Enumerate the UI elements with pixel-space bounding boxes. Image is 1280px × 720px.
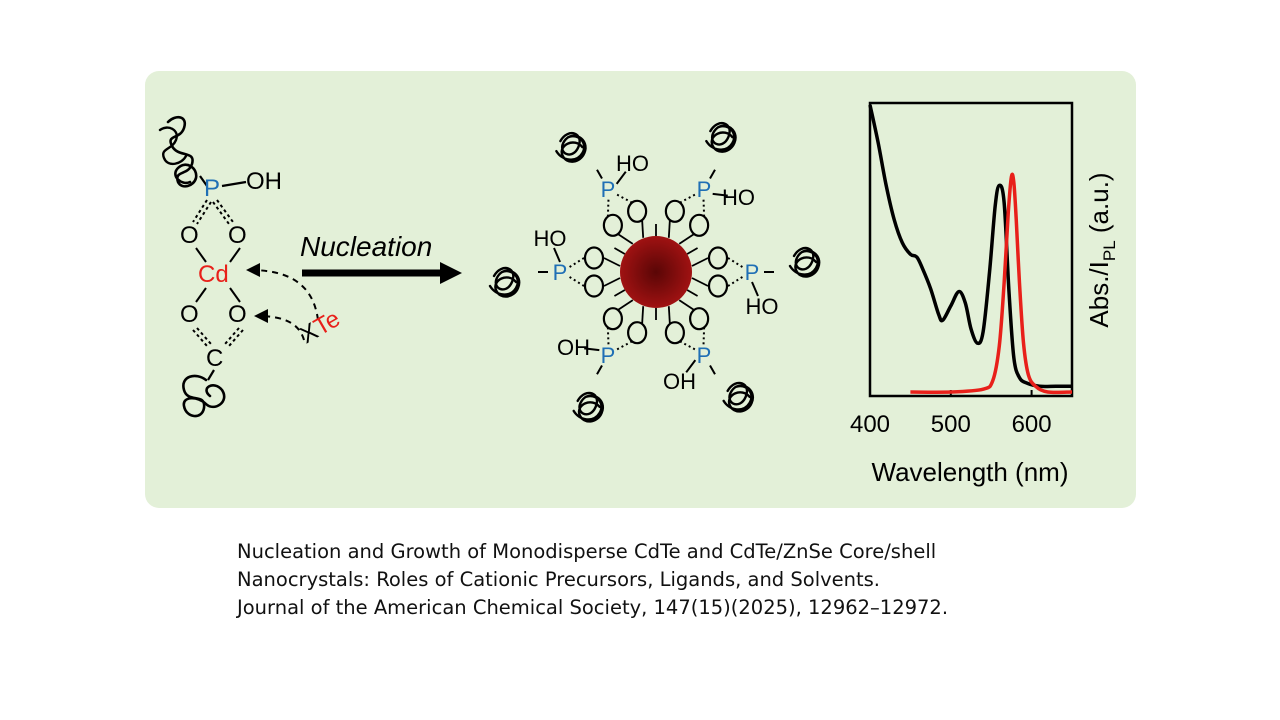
o-atom bbox=[627, 321, 648, 345]
ligand-3: P HO bbox=[686, 246, 821, 319]
nucleation-label: Nucleation bbox=[300, 231, 432, 262]
citation-line-3: Journal of the American Chemical Society… bbox=[237, 596, 949, 619]
o-atom bbox=[664, 321, 685, 345]
ligand-oh-label: OH bbox=[557, 335, 590, 360]
ligand-p-label: P bbox=[697, 177, 712, 202]
precursor-p-label: P bbox=[204, 175, 220, 202]
chart-ylabel-tail: (a.u.) bbox=[1084, 172, 1114, 240]
ligand-p-label: P bbox=[553, 260, 568, 285]
o-atom bbox=[583, 246, 605, 270]
ligand-alkyl-chain bbox=[705, 121, 737, 153]
ligand-oh-label: HO bbox=[746, 294, 779, 319]
chart-frame bbox=[868, 101, 1074, 398]
ligand-p-label: P bbox=[601, 343, 616, 368]
pl-curve bbox=[910, 172, 1073, 395]
o-atom bbox=[689, 307, 710, 331]
o-atom bbox=[583, 274, 605, 298]
x-tick-label: 500 bbox=[931, 411, 971, 438]
ligand-6: P HO bbox=[488, 226, 626, 298]
o-atom bbox=[627, 199, 648, 223]
alkyl-chain-top bbox=[166, 115, 198, 188]
ligand-oh-label: HO bbox=[534, 226, 567, 251]
chart-ylabel-sub: PL bbox=[1100, 240, 1119, 261]
ligand-1: PHO bbox=[555, 131, 657, 245]
chart-ticks: 400 500 600 bbox=[850, 390, 1052, 438]
citation: Nucleation and Growth of Monodisperse Cd… bbox=[237, 538, 1177, 622]
absorbance-curve bbox=[868, 104, 1072, 389]
citation-line-1: Nucleation and Growth of Monodisperse Cd… bbox=[237, 540, 937, 563]
ligand-alkyl-chain bbox=[555, 131, 587, 163]
precursor-oh-label: OH bbox=[246, 168, 282, 195]
precursor-molecule: P OH O O Cd O O C bbox=[158, 115, 282, 418]
ligand-oh-label: OH bbox=[663, 369, 696, 394]
ligand-alkyl-chain bbox=[488, 266, 521, 298]
ligand-oh-label: HO bbox=[722, 185, 755, 210]
precursor-o-label-3: O bbox=[180, 301, 199, 328]
cd-label: Cd bbox=[198, 261, 229, 288]
te-attack-arrows bbox=[246, 263, 319, 341]
o-atom bbox=[602, 307, 623, 331]
ligand-oh-label: HO bbox=[616, 151, 649, 176]
ligand-p-label: P bbox=[697, 343, 712, 368]
ligand-2: P HO bbox=[664, 121, 755, 255]
precursor-o-label-1: O bbox=[180, 222, 199, 249]
nucleation-arrow: Nucleation bbox=[300, 231, 462, 284]
chart-ylabel-group: Abs./IPL (a.u.) bbox=[1084, 172, 1119, 327]
precursor-o-label-2: O bbox=[228, 222, 247, 249]
ligand-alkyl-chain bbox=[788, 246, 821, 278]
alkyl-chain-top-2 bbox=[158, 126, 188, 166]
o-atom bbox=[707, 274, 729, 298]
o-atom bbox=[664, 199, 685, 223]
ligand-p-label: P bbox=[745, 260, 760, 285]
alkyl-chain-bottom bbox=[182, 374, 226, 418]
chart-xlabel: Wavelength (nm) bbox=[872, 457, 1069, 487]
chart-ylabel-main: Abs./I bbox=[1084, 261, 1114, 327]
precursor-o-label-4: O bbox=[228, 301, 247, 328]
cdte-core bbox=[620, 236, 692, 308]
precursor-c-label: C bbox=[206, 345, 223, 372]
x-tick-label: 400 bbox=[850, 411, 890, 438]
o-atom bbox=[689, 213, 710, 237]
chart-series bbox=[868, 104, 1073, 395]
chart-ylabel: Abs./IPL (a.u.) bbox=[1084, 172, 1119, 327]
ligand-5: P OH bbox=[557, 289, 648, 423]
ligand-alkyl-chain bbox=[722, 381, 755, 413]
ligand-p-label: P bbox=[601, 177, 616, 202]
ligand-4: POH bbox=[655, 299, 755, 413]
x-tick-label: 600 bbox=[1012, 411, 1052, 438]
o-atom bbox=[602, 213, 623, 237]
citation-line-2: Nanocrystals: Roles of Cationic Precurso… bbox=[237, 568, 881, 591]
xte-group: X Te bbox=[296, 305, 345, 349]
spectrum-chart: 400 500 600 Wavelength (nm) Abs./IPL (a.u.… bbox=[850, 101, 1119, 487]
ligand-alkyl-chain bbox=[572, 391, 605, 423]
o-atom bbox=[707, 246, 729, 270]
